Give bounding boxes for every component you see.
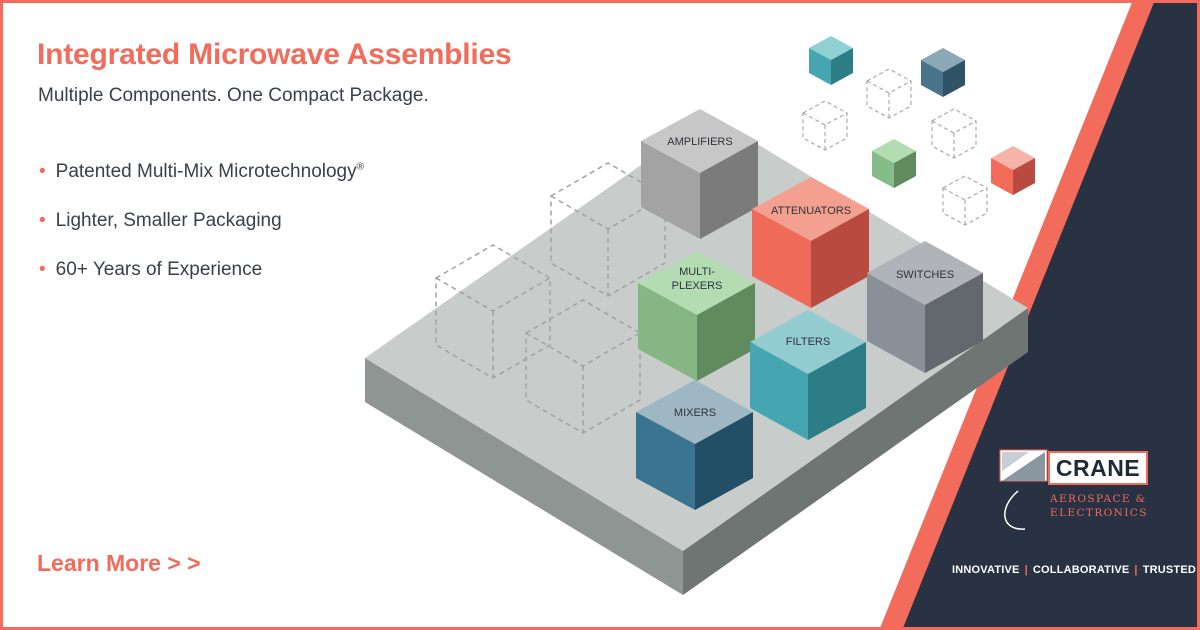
- multiplexers-label-1: MULTI-: [679, 266, 715, 278]
- learn-more-link[interactable]: Learn More > >: [37, 550, 201, 576]
- attenuators-label: ATTENUATORS: [771, 205, 851, 217]
- bullet-icon: •: [39, 161, 46, 182]
- tagline-trusted: TRUSTED: [1142, 564, 1197, 576]
- floating-cubes: [809, 36, 1035, 195]
- cube-multiplexers: [638, 251, 755, 381]
- headline: Integrated Microwave Assemblies: [37, 38, 512, 71]
- registered-mark: ®: [356, 161, 364, 173]
- filters-label: FILTERS: [786, 336, 830, 348]
- feature-text: Patented Multi-Mix Microtechnology®: [56, 161, 364, 183]
- crane-logo: CRANE AEROSPACE & ELECTRONICS: [1000, 448, 1160, 538]
- crane-logo-emblem: [999, 449, 1048, 530]
- multiplexers-label-2: PLEXERS: [672, 280, 723, 292]
- cube-attenuators: [752, 177, 869, 308]
- tagline-innovative: INNOVATIVE: [952, 564, 1020, 576]
- logo-name-box: CRANE: [1048, 451, 1148, 485]
- floating-dashed-cubes: [802, 68, 988, 226]
- subheadline: Multiple Components. One Compact Package…: [38, 85, 429, 106]
- logo-name: CRANE: [1055, 455, 1141, 481]
- logo-subtitle-line2: ELECTRONICS: [1050, 507, 1148, 519]
- tagline-collaborative: COLLABORATIVE: [1032, 564, 1130, 576]
- cube-mixers: [636, 380, 753, 510]
- feature-item: • 60+ Years of Experience: [39, 259, 364, 308]
- tagline: INNOVATIVE | COLLABORATIVE | TRUSTED: [952, 564, 1196, 576]
- tagline-divider: |: [1134, 564, 1138, 576]
- tagline-divider: |: [1024, 564, 1028, 576]
- mixers-label: MIXERS: [674, 407, 716, 419]
- logo-subtitle: AEROSPACE & ELECTRONICS: [1050, 492, 1180, 520]
- feature-item: • Lighter, Smaller Packaging: [39, 210, 364, 259]
- logo-subtitle-line1: AEROSPACE &: [1050, 493, 1147, 505]
- feature-text-multimix: Patented Multi-Mix Microtechnology: [55, 161, 357, 182]
- feature-text: Lighter, Smaller Packaging: [55, 210, 282, 231]
- bullet-icon: •: [39, 259, 46, 280]
- feature-text: 60+ Years of Experience: [55, 259, 263, 280]
- feature-list: • Patented Multi-Mix Microtechnology® • …: [39, 161, 364, 308]
- cube-switches: [867, 241, 983, 373]
- feature-item: • Patented Multi-Mix Microtechnology®: [39, 161, 364, 210]
- cube-amplifiers: [641, 109, 758, 239]
- amplifiers-label: AMPLIFIERS: [667, 136, 732, 148]
- bullet-icon: •: [39, 210, 46, 231]
- cube-filters: [750, 310, 866, 440]
- dashed-cubes: [435, 162, 666, 434]
- switches-label: SWITCHES: [896, 269, 954, 281]
